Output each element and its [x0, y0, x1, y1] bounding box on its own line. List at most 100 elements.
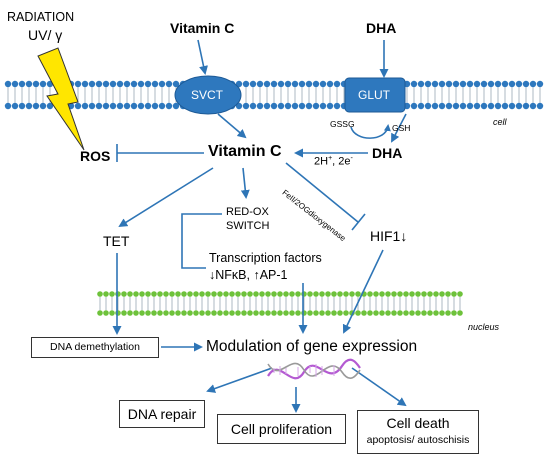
lipid-head	[139, 310, 145, 316]
dna-helix-icon	[267, 358, 361, 380]
lipid-head	[263, 80, 271, 88]
lipid-head	[415, 310, 421, 316]
lipid-head	[223, 310, 229, 316]
lipid-head	[137, 80, 145, 88]
lipid-head	[95, 80, 103, 88]
lipid-head	[4, 102, 12, 110]
redox-bracket	[181, 213, 222, 269]
lipid-head	[373, 291, 379, 297]
lipid-head	[32, 102, 40, 110]
lipid-head	[249, 102, 257, 110]
lipid-head	[74, 102, 82, 110]
lipid-head	[144, 102, 152, 110]
modulation-label: Modulation of gene expression	[206, 338, 418, 355]
lipid-head	[433, 310, 439, 316]
lipid-head	[438, 102, 446, 110]
dna-repair-box: DNA repair	[119, 400, 205, 428]
lipid-head	[305, 80, 313, 88]
lipid-head	[103, 310, 109, 316]
cell-membrane	[4, 80, 544, 110]
electrons-label: 2H+, 2e-	[314, 155, 353, 168]
lipid-head	[515, 80, 523, 88]
lipid-head	[283, 310, 289, 316]
lipid-head	[536, 80, 544, 88]
lipid-head	[157, 291, 163, 297]
lipid-head	[403, 291, 409, 297]
lipid-head	[452, 80, 460, 88]
lipid-head	[439, 310, 445, 316]
lipid-head	[115, 310, 121, 316]
lipid-head	[298, 102, 306, 110]
lipid-head	[271, 310, 277, 316]
lipid-head	[145, 291, 151, 297]
lipid-head	[515, 102, 523, 110]
lipid-head	[415, 291, 421, 297]
lipid-head	[263, 102, 271, 110]
lipid-head	[187, 310, 193, 316]
hif1-label: HIF1↓	[370, 228, 408, 244]
lipid-head	[265, 291, 271, 297]
lipid-head	[130, 80, 138, 88]
lipid-head	[97, 291, 103, 297]
lipid-head	[271, 291, 277, 297]
nucleus-compartment-label: nucleus	[468, 322, 500, 332]
electrons-base: 2H	[314, 155, 329, 168]
lipid-head	[289, 291, 295, 297]
glut-label: GLUT	[358, 88, 391, 102]
lipid-head	[529, 102, 537, 110]
dna-demethylation-box: DNA demethylation	[31, 337, 159, 358]
lipid-head	[445, 102, 453, 110]
lipid-head	[127, 291, 133, 297]
lipid-head	[457, 310, 463, 316]
lipid-head	[361, 310, 367, 316]
lipid-head	[123, 102, 131, 110]
lipid-head	[217, 291, 223, 297]
lipid-head	[343, 310, 349, 316]
dna-demethylation-label: DNA demethylation	[50, 341, 140, 353]
lipid-head	[331, 291, 337, 297]
lipid-head	[121, 291, 127, 297]
gssg-label: GSSG	[330, 119, 355, 129]
lipid-head	[522, 80, 530, 88]
lipid-head	[417, 102, 425, 110]
lipid-head	[307, 291, 313, 297]
lipid-head	[319, 102, 327, 110]
lipid-head	[312, 80, 320, 88]
lipid-head	[277, 310, 283, 316]
lipid-head	[242, 80, 250, 88]
lipid-head	[459, 80, 467, 88]
lipid-head	[199, 291, 205, 297]
lipid-head	[95, 102, 103, 110]
lipid-head	[319, 80, 327, 88]
lipid-head	[109, 80, 117, 88]
cell-compartment-label: cell	[493, 117, 507, 127]
lipid-head	[367, 310, 373, 316]
lipid-head	[175, 310, 181, 316]
lipid-head	[355, 291, 361, 297]
lipid-head	[139, 291, 145, 297]
lipid-head	[305, 102, 313, 110]
lipid-head	[88, 102, 96, 110]
lipid-head	[367, 291, 373, 297]
lipid-head	[494, 80, 502, 88]
cell-proliferation-label: Cell proliferation	[230, 421, 333, 437]
lipid-head	[169, 291, 175, 297]
lipid-head	[130, 102, 138, 110]
lipid-head	[319, 291, 325, 297]
lipid-head	[116, 80, 124, 88]
lipid-head	[102, 102, 110, 110]
lipid-head	[410, 102, 418, 110]
lipid-head	[175, 291, 181, 297]
arrow-to-dna-repair	[206, 367, 273, 393]
lipid-head	[439, 291, 445, 297]
lipid-head	[46, 102, 54, 110]
lipid-head	[445, 80, 453, 88]
lipid-head	[81, 80, 89, 88]
lipid-head	[115, 291, 121, 297]
radiation-bolt-icon	[37, 47, 85, 151]
lipid-head	[123, 80, 131, 88]
lipid-head	[259, 310, 265, 316]
vitamin-c-central-label: Vitamin C	[208, 143, 282, 160]
lipid-head	[410, 80, 418, 88]
nuclear-membrane	[97, 291, 463, 316]
